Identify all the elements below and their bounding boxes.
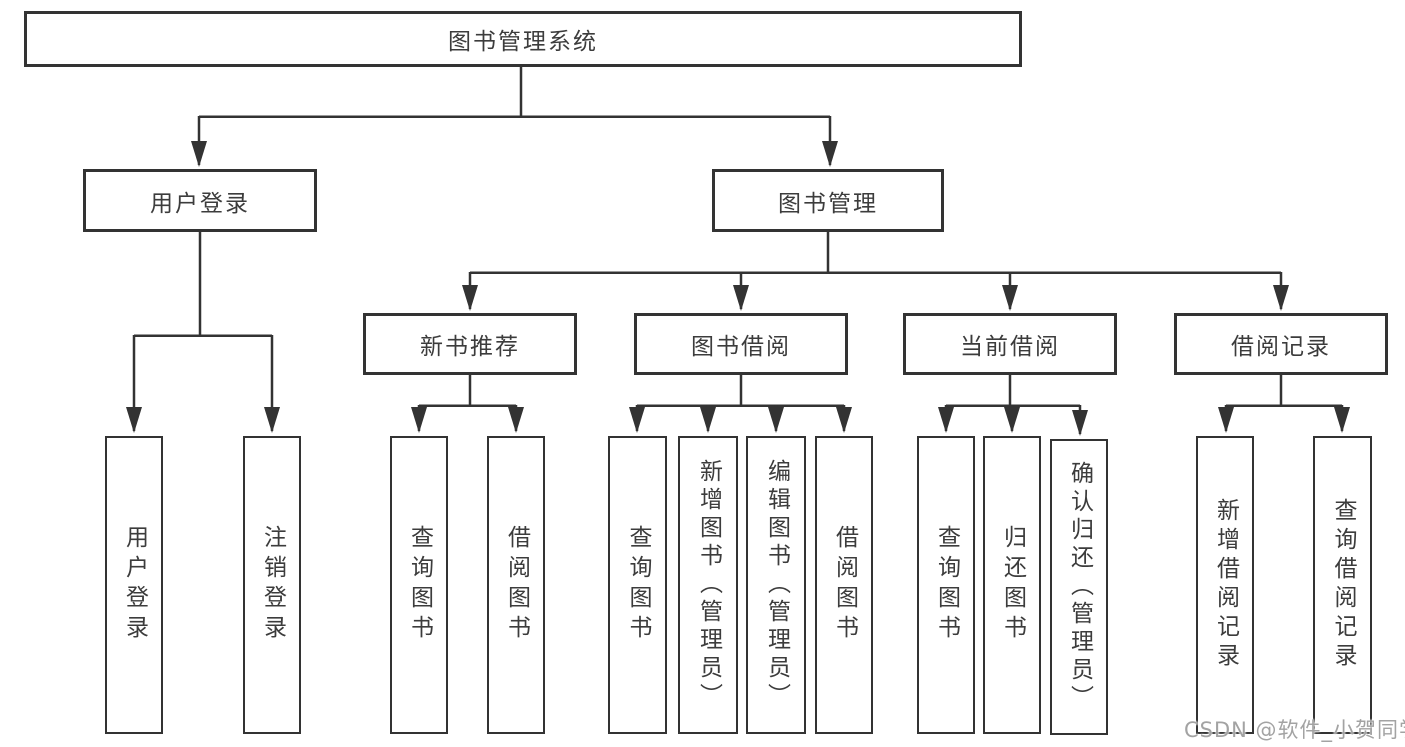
leaf-return-books-label: 归还图书 xyxy=(999,525,1026,645)
leaf-edit-books-admin-label: 编辑图书（管理员） xyxy=(763,459,790,711)
leaf-query-borrow-record: 查询借阅记录 xyxy=(1313,436,1372,734)
leaf-query-books-borrow-label: 查询图书 xyxy=(625,525,651,645)
node-current-borrow-label: 当前借阅 xyxy=(960,334,1060,360)
leaf-query-books-current-label: 查询图书 xyxy=(933,525,960,645)
leaf-add-borrow-record-label: 新增借阅记录 xyxy=(1212,498,1239,672)
node-root-label: 图书管理系统 xyxy=(448,29,598,55)
leaf-add-books-admin-label: 新增图书（管理员） xyxy=(695,459,722,711)
leaf-return-books: 归还图书 xyxy=(983,436,1041,734)
leaf-query-borrow-record-label: 查询借阅记录 xyxy=(1330,498,1356,672)
leaf-query-books-borrow: 查询图书 xyxy=(608,436,667,734)
csdn-watermark: CSDN @软件_小贺同学 xyxy=(1184,718,1405,742)
leaf-logout-label: 注销登录 xyxy=(259,525,286,645)
leaf-borrow-books-recommend: 借阅图书 xyxy=(487,436,545,734)
leaf-user-login-label: 用户登录 xyxy=(121,525,148,645)
leaf-borrow-books-label: 借阅图书 xyxy=(831,525,858,645)
leaf-query-books-recommend-label: 查询图书 xyxy=(406,525,433,645)
leaf-borrow-books-recommend-label: 借阅图书 xyxy=(503,525,530,645)
leaf-borrow-books: 借阅图书 xyxy=(815,436,873,734)
leaf-query-books-current: 查询图书 xyxy=(917,436,975,734)
leaf-confirm-return-admin: 确认归还（管理员） xyxy=(1050,439,1108,735)
node-book-borrow-label: 图书借阅 xyxy=(691,334,791,360)
leaf-user-login: 用户登录 xyxy=(105,436,163,734)
leaf-add-borrow-record: 新增借阅记录 xyxy=(1196,436,1254,734)
node-current-borrow: 当前借阅 xyxy=(903,313,1117,375)
node-borrow-records-label: 借阅记录 xyxy=(1231,334,1331,360)
leaf-edit-books-admin: 编辑图书（管理员） xyxy=(746,436,806,734)
leaf-confirm-return-admin-label: 确认归还（管理员） xyxy=(1066,461,1093,713)
node-user-login-label: 用户登录 xyxy=(150,190,250,217)
leaf-query-books-recommend: 查询图书 xyxy=(390,436,448,734)
node-book-borrow: 图书借阅 xyxy=(634,313,848,375)
node-root-library-system: 图书管理系统 xyxy=(24,11,1022,67)
leaf-logout: 注销登录 xyxy=(243,436,301,734)
node-user-login: 用户登录 xyxy=(83,169,317,232)
leaf-add-books-admin: 新增图书（管理员） xyxy=(678,436,738,734)
node-borrow-records: 借阅记录 xyxy=(1174,313,1388,375)
node-book-management: 图书管理 xyxy=(712,169,944,232)
node-book-management-label: 图书管理 xyxy=(778,190,878,217)
node-new-book-recommend: 新书推荐 xyxy=(363,313,577,375)
node-new-book-recommend-label: 新书推荐 xyxy=(420,334,520,360)
